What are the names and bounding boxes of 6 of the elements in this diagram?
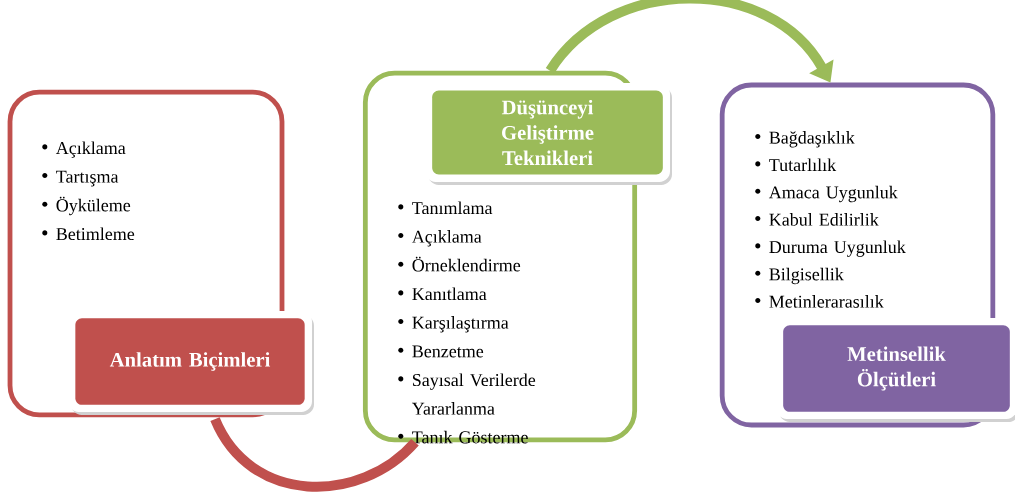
- node-label: Anlatım Biçimleri: [109, 352, 271, 371]
- title-box: Anlatım Biçimleri: [68, 311, 314, 415]
- node-label: Metinsellik Ölçütleri: [847, 346, 946, 391]
- title-box: Düşünceyi Geliştirme Teknikleri: [425, 83, 672, 185]
- title-box: Metinsellik Ölçütleri: [776, 318, 1015, 422]
- node-label: Düşünceyi Geliştirme Teknikleri: [501, 99, 594, 166]
